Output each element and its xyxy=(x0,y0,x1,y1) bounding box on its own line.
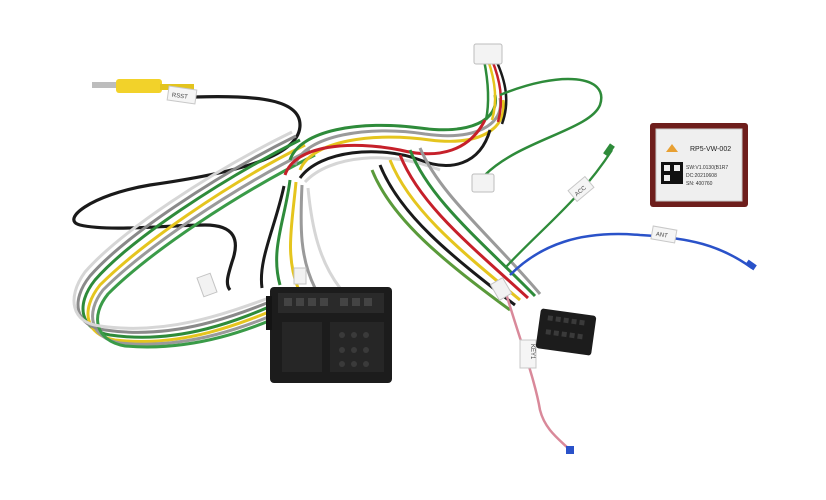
decoder-box: RP5-VW-002 SW:V1.0130(B1R7 DC:20210608 S… xyxy=(650,123,748,207)
ant-tag: ANT xyxy=(650,225,678,244)
black-rca-cable xyxy=(72,95,302,292)
sixteen-pin-connector xyxy=(535,308,597,356)
top-white-connector xyxy=(473,43,503,65)
wire-bundle-upper xyxy=(283,94,506,184)
cable-tie-left xyxy=(196,272,218,298)
green-single-wire xyxy=(504,149,613,269)
decoder-sn-text: SN: 400760 xyxy=(686,181,713,187)
key-tag-text: KEY1 xyxy=(529,344,535,360)
green-wire-tip xyxy=(603,143,615,157)
cable-tie-right xyxy=(489,277,513,301)
rca-cable-tag: RSST xyxy=(166,85,198,105)
rca-tag-text: RSST xyxy=(171,93,188,101)
decoder-dc-text: DC:20210608 xyxy=(686,173,717,179)
wire-bundle-left xyxy=(72,130,316,349)
ant-tag-text: ANT xyxy=(655,232,668,240)
decoder-logo xyxy=(666,144,678,152)
cable-tie-center xyxy=(293,267,307,285)
iso-connector xyxy=(266,287,392,383)
pink-wire xyxy=(503,289,571,451)
mute-tag: ACC xyxy=(567,175,595,203)
decoder-model-text: RP5-VW-002 xyxy=(690,146,731,153)
key-tag: KEY1 xyxy=(519,339,537,369)
blue-antenna-wire xyxy=(509,232,753,276)
pink-wire-tip xyxy=(566,446,574,454)
small-white-connector xyxy=(471,173,495,193)
blue-wire-tip xyxy=(745,259,757,271)
green-wire-loop xyxy=(484,77,603,176)
decoder-sw-text: SW:V1.0130(B1R7 xyxy=(686,165,728,171)
